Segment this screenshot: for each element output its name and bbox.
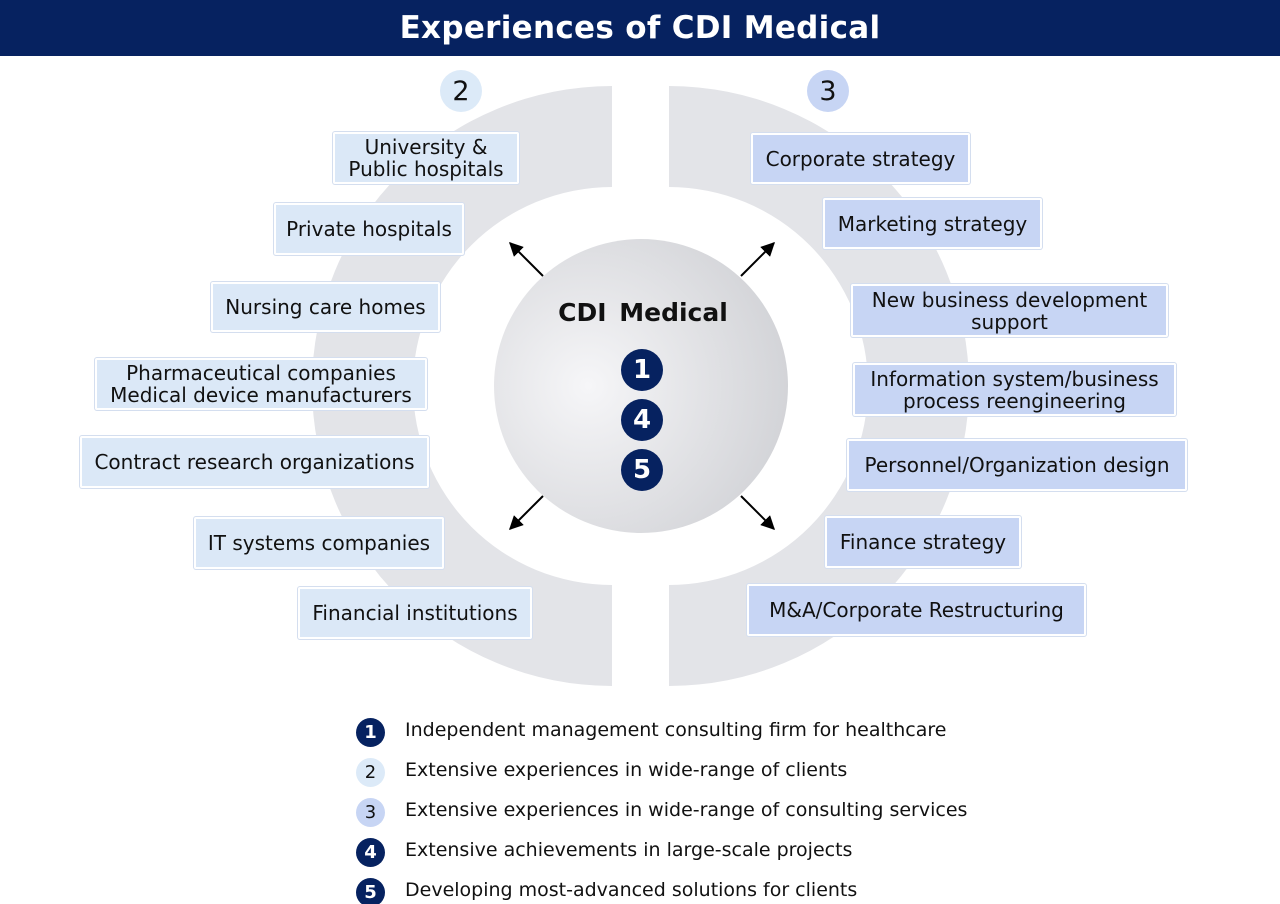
legend-text: Independent management consulting firm f…	[405, 719, 947, 741]
legend-item: 2 Extensive experiences in wide-range of…	[356, 756, 1056, 787]
service-label: Finance strategy	[839, 530, 1007, 554]
legend-text: Extensive experiences in wide-range of c…	[405, 759, 848, 781]
client-box-private-hospitals: Private hospitals	[274, 203, 464, 255]
legend-text: Extensive experiences in wide-range of c…	[405, 799, 968, 821]
center-title: CDI Medical	[558, 298, 728, 327]
client-box-financial-institutions: Financial institutions	[298, 587, 532, 639]
service-box-marketing-strategy: Marketing strategy	[823, 198, 1042, 249]
service-label-line2: support	[971, 309, 1048, 334]
client-box-contract-research: Contract research organizations	[80, 436, 429, 488]
service-box-ma-restructuring: M&A/Corporate Restructuring	[747, 584, 1086, 636]
service-label-line1: New business development	[871, 287, 1148, 312]
client-box-university-hospitals: University &Public hospitals	[333, 132, 519, 184]
service-label: Corporate strategy	[765, 146, 956, 171]
service-box-finance-strategy: Finance strategy	[825, 516, 1021, 568]
service-label-line1: Information system/business	[870, 366, 1159, 391]
client-label: Contract research organizations	[94, 450, 415, 474]
legend-text: Extensive achievements in large-scale pr…	[405, 839, 853, 861]
service-label-line2: process reengineering	[903, 388, 1126, 413]
client-box-nursing-care-homes: Nursing care homes	[211, 282, 440, 332]
arrow-top-left	[509, 242, 544, 277]
client-label-line2: Public hospitals	[348, 157, 504, 181]
legend-badge: 5	[356, 878, 385, 904]
service-label: M&A/Corporate Restructuring	[769, 598, 1064, 622]
legend-badge: 2	[356, 758, 385, 787]
legend-item: 3 Extensive experiences in wide-range of…	[356, 796, 1056, 827]
legend-item: 4 Extensive achievements in large-scale …	[356, 836, 1056, 867]
center-number-4: 4	[621, 399, 663, 441]
service-label: Marketing strategy	[837, 211, 1028, 236]
arrow-bottom-left	[509, 495, 544, 530]
client-label: Financial institutions	[312, 601, 518, 625]
arrow-top-right	[740, 242, 775, 277]
client-label: IT systems companies	[207, 531, 431, 555]
client-label-line2: Medical device manufacturers	[110, 383, 412, 407]
service-group-badge: 3	[807, 70, 849, 112]
page-title: Experiences of CDI Medical	[0, 0, 1280, 56]
arrow-bottom-right	[740, 495, 775, 530]
client-label: Nursing care homes	[225, 295, 426, 319]
client-group-badge: 2	[440, 70, 482, 112]
client-label: Private hospitals	[286, 217, 452, 241]
legend-text: Developing most-advanced solutions for c…	[405, 879, 858, 901]
legend-item: 5 Developing most-advanced solutions for…	[356, 876, 1056, 904]
service-label: Personnel/Organization design	[864, 453, 1170, 477]
legend-item: 1 Independent management consulting firm…	[356, 716, 1056, 747]
legend-badge: 1	[356, 718, 385, 747]
service-box-personnel-organization: Personnel/Organization design	[847, 439, 1187, 491]
center-number-5: 5	[621, 449, 663, 491]
legend-badge: 4	[356, 838, 385, 867]
center-number-1: 1	[621, 349, 663, 391]
client-label-line1: Pharmaceutical companies	[126, 361, 396, 385]
client-box-it-systems: IT systems companies	[194, 517, 444, 569]
client-label-line1: University &	[364, 135, 488, 159]
legend-badge: 3	[356, 798, 385, 827]
service-box-corporate-strategy: Corporate strategy	[751, 133, 970, 184]
